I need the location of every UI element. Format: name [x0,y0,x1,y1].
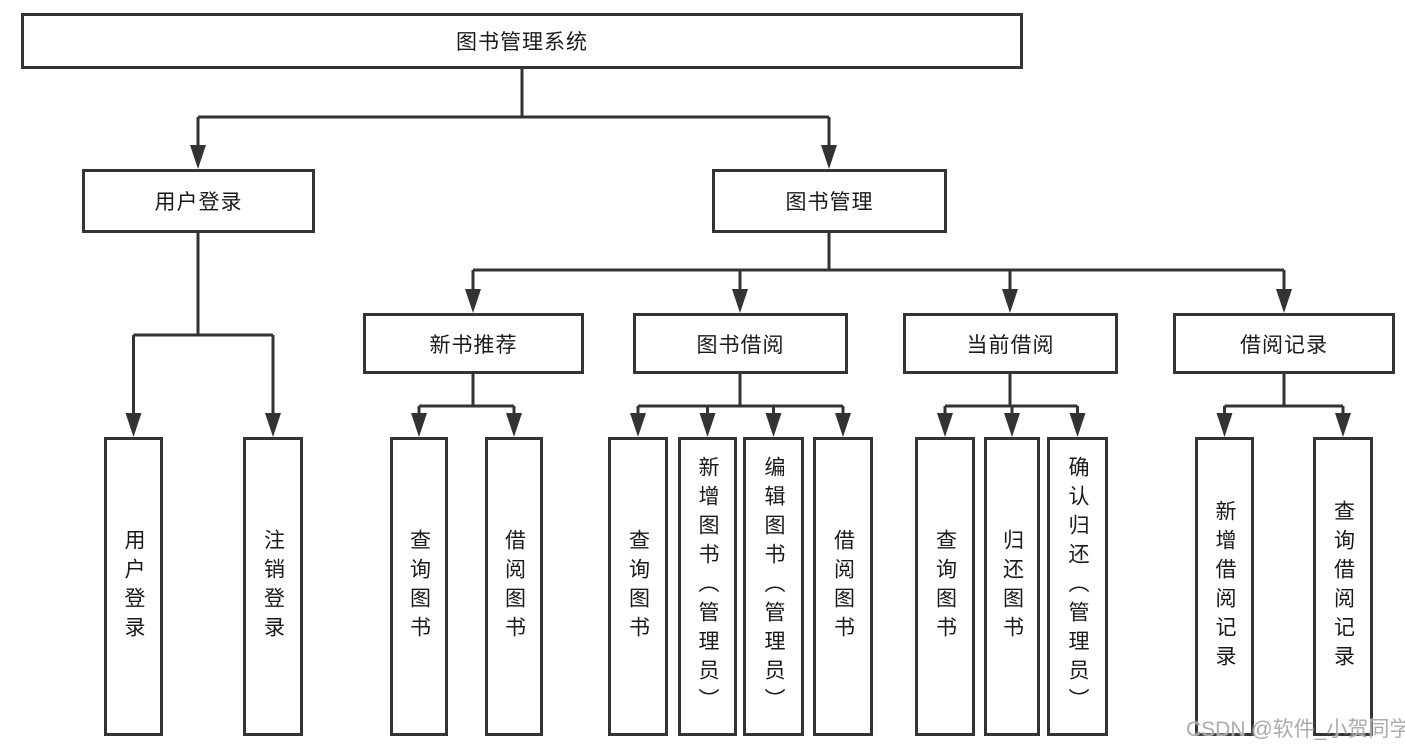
node-label: 新书推荐 [429,333,518,357]
node-label: 用户登录 [154,191,243,214]
node-book-management: 图书管理 [712,169,947,233]
leaf-label: 用户登录 [122,528,145,645]
leaf-add-books-admin: 新增图书（管理员） [678,437,737,736]
leaf-query-books-recommend: 查询图书 [390,437,448,736]
node-label: 图书借阅 [696,333,785,357]
leaf-user-login: 用户登录 [104,437,163,736]
leaf-add-borrow-record: 新增借阅记录 [1195,437,1254,736]
node-current-borrowing: 当前借阅 [903,313,1118,374]
leaf-label: 借阅图书 [502,528,526,645]
leaf-query-books-current: 查询图书 [915,437,975,736]
leaf-borrow-books-recommend: 借阅图书 [485,437,543,736]
leaf-logout: 注销登录 [243,437,303,736]
leaf-label: 确认归还（管理员） [1066,456,1089,717]
leaf-label: 查询图书 [407,528,431,645]
leaf-query-borrow-record: 查询借阅记录 [1313,437,1373,736]
csdn-watermark: CSDN @软件_小贺同学 [1186,718,1405,741]
node-new-book-recommendation: 新书推荐 [363,313,584,374]
node-library-management-system: 图书管理系统 [21,13,1023,69]
leaf-label: 查询图书 [626,528,650,645]
leaf-borrow-books: 借阅图书 [813,437,873,736]
leaf-label: 注销登录 [261,528,285,645]
leaf-label: 借阅图书 [831,528,855,645]
arrowhead-icons [125,145,1351,437]
node-label: 图书管理系统 [456,31,588,54]
node-book-borrowing: 图书借阅 [633,313,848,374]
node-borrow-records: 借阅记录 [1173,313,1395,374]
node-user-login: 用户登录 [82,169,315,233]
leaf-label: 查询图书 [933,528,957,645]
leaf-label: 编辑图书（管理员） [762,456,785,717]
leaf-return-books: 归还图书 [984,437,1040,736]
node-label: 图书管理 [785,191,874,214]
leaf-label: 新增借阅记录 [1213,499,1236,674]
leaf-confirm-return-admin: 确认归还（管理员） [1047,437,1108,736]
node-label: 借阅记录 [1240,333,1328,357]
leaf-label: 查询借阅记录 [1331,499,1355,674]
leaf-label: 归还图书 [1000,528,1024,645]
leaf-label: 新增图书（管理员） [696,456,719,717]
leaf-query-books-borrowing: 查询图书 [608,437,668,736]
node-label: 当前借阅 [966,333,1055,357]
leaf-edit-books-admin: 编辑图书（管理员） [743,437,804,736]
